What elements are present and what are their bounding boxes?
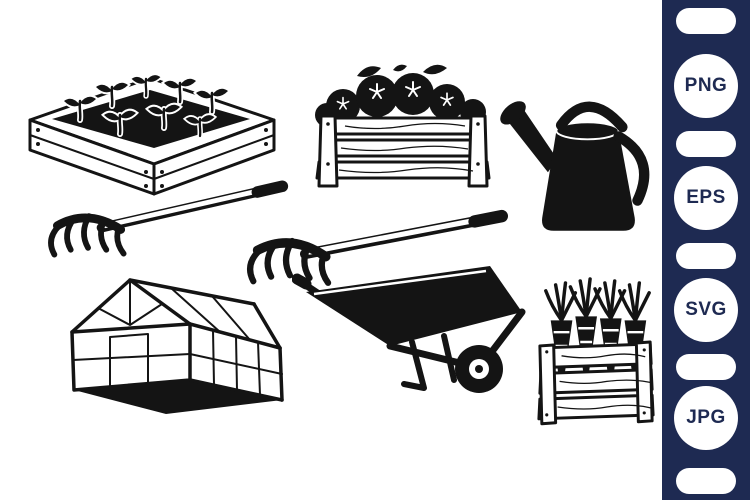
carrot-crate-icon (537, 277, 655, 426)
greenhouse-icon (70, 278, 284, 414)
tomato-crate-illustration (305, 60, 500, 200)
raised-seedling-bed-icon (28, 48, 276, 196)
raised-seedling-bed-illustration (22, 48, 287, 198)
format-badge-svg: SVG (674, 278, 738, 342)
format-badge-png: PNG (674, 54, 738, 118)
hand-rake-icon (48, 180, 289, 258)
format-badge-eps: EPS (674, 166, 738, 230)
wheelbarrow-icon (292, 266, 526, 393)
wheelbarrow-illustration (292, 252, 547, 397)
format-label-jpg: JPG (686, 407, 726, 428)
format-sidebar: PNG EPS SVG JPG (662, 0, 750, 500)
watering-can-icon (500, 101, 650, 231)
format-pill-divider (676, 131, 736, 157)
watering-can-illustration (497, 78, 662, 243)
greenhouse-illustration (58, 262, 293, 437)
hand-rake-upper-illustration (30, 168, 300, 269)
format-label-png: PNG (684, 75, 728, 96)
format-pill-divider (676, 8, 736, 34)
format-pill-divider (676, 243, 736, 269)
format-label-eps: EPS (686, 187, 726, 208)
tomato-crate-icon (315, 64, 491, 188)
carrot-crate-illustration (532, 256, 660, 431)
format-pill-divider (676, 468, 736, 494)
format-label-svg: SVG (685, 299, 727, 320)
format-badge-jpg: JPG (674, 386, 738, 450)
format-pill-divider (676, 354, 736, 380)
